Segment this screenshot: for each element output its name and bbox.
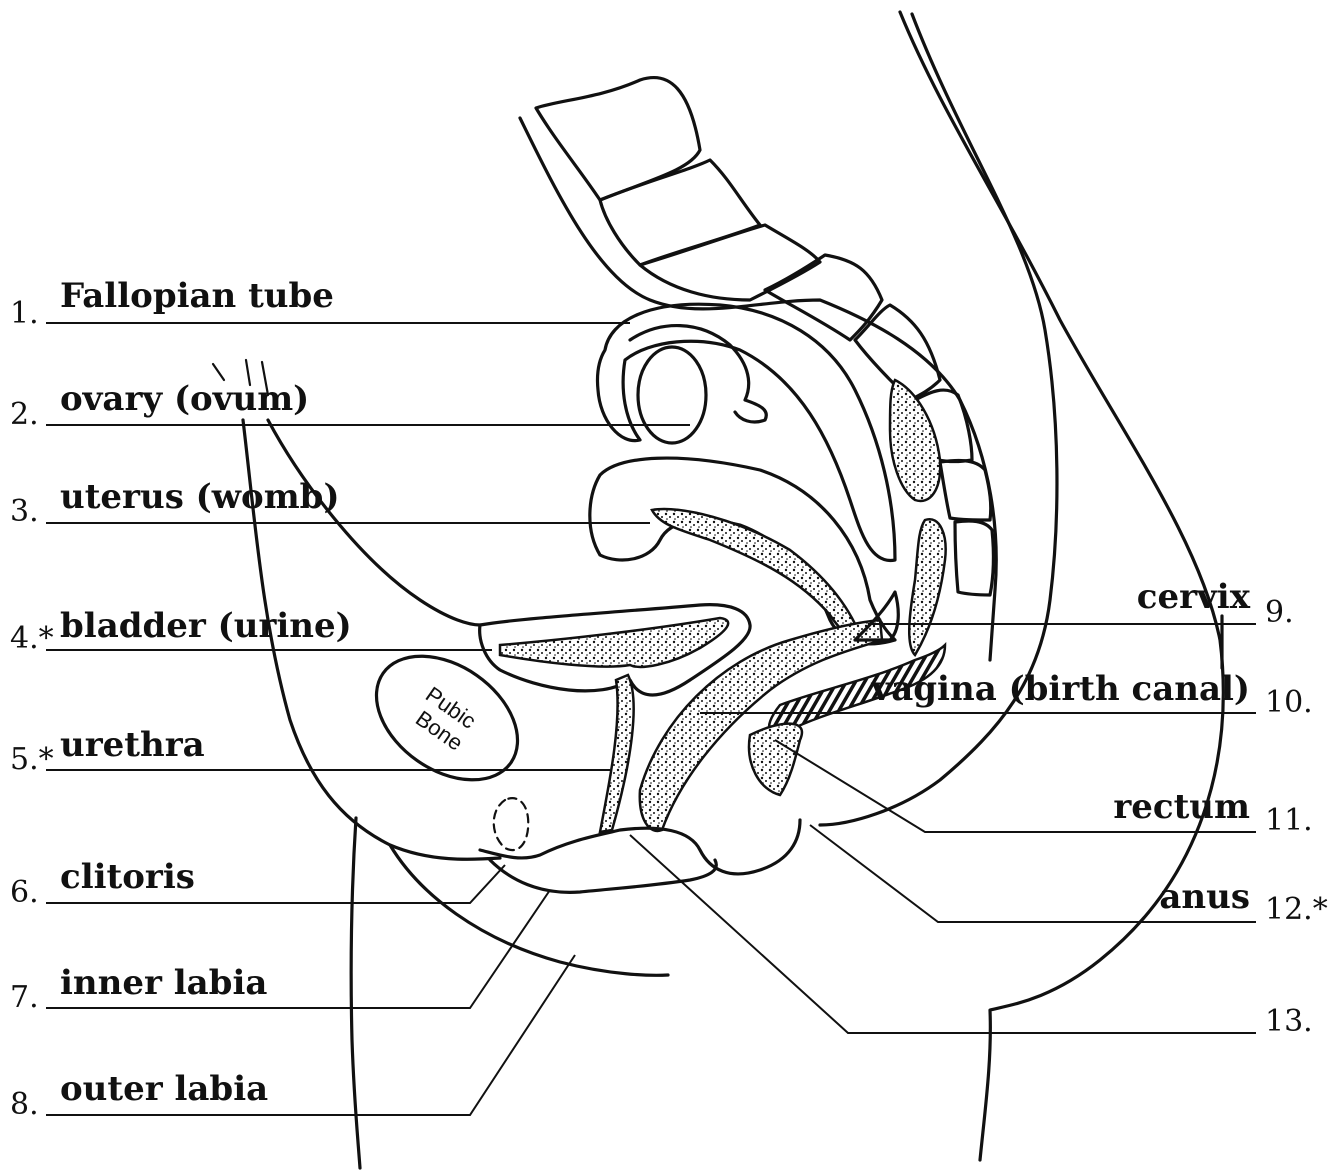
label-number-3: 3. <box>10 494 39 529</box>
vertebra-4 <box>765 255 882 340</box>
colon-section <box>890 380 940 501</box>
label-number-11: 11. <box>1265 803 1313 838</box>
clitoris-outline <box>494 798 529 850</box>
leader-13 <box>630 835 1256 1033</box>
label-number-4: 4.* <box>10 621 54 656</box>
vertebra-1 <box>536 78 700 200</box>
label-cervix: cervix <box>1137 577 1251 617</box>
label-number-8: 8. <box>10 1087 39 1122</box>
label-fallopian-tube: Fallopian tube <box>60 276 334 316</box>
vertebra-7 <box>940 460 991 520</box>
label-rectum: rectum <box>1113 787 1250 827</box>
label-vagina: vagina (birth canal) <box>871 669 1251 709</box>
outer-labia-outline <box>390 845 668 975</box>
label-outer-labia: outer labia <box>60 1069 268 1109</box>
label-number-5: 5.* <box>10 742 54 777</box>
bladder-interior <box>500 618 728 667</box>
label-number-9: 9. <box>1265 595 1294 630</box>
label-ovary: ovary (ovum) <box>60 379 309 419</box>
label-number-7: 7. <box>10 980 39 1015</box>
label-number-1: 1. <box>10 296 39 331</box>
label-number-6: 6. <box>10 875 39 910</box>
coccyx <box>955 521 993 595</box>
label-number-13: 13. <box>1265 1004 1313 1039</box>
label-uterus: uterus (womb) <box>60 477 340 517</box>
label-number-12: 12.* <box>1265 892 1328 927</box>
label-clitoris: clitoris <box>60 857 195 897</box>
label-urethra: urethra <box>60 725 205 765</box>
label-bladder: bladder (urine) <box>60 606 352 646</box>
inner-labia-outline <box>490 860 716 892</box>
rectum-lower <box>749 724 802 795</box>
label-number-2: 2. <box>10 397 39 432</box>
label-number-10: 10. <box>1265 685 1313 720</box>
vertebra-3 <box>640 225 820 300</box>
label-inner-labia: inner labia <box>60 963 267 1003</box>
rectum-column <box>909 519 945 655</box>
ovary <box>638 347 706 443</box>
abdominal-wall-line-1 <box>213 364 224 380</box>
urethra <box>600 675 634 832</box>
vertebra-2 <box>600 160 760 265</box>
label-anus: anus <box>1159 877 1250 917</box>
